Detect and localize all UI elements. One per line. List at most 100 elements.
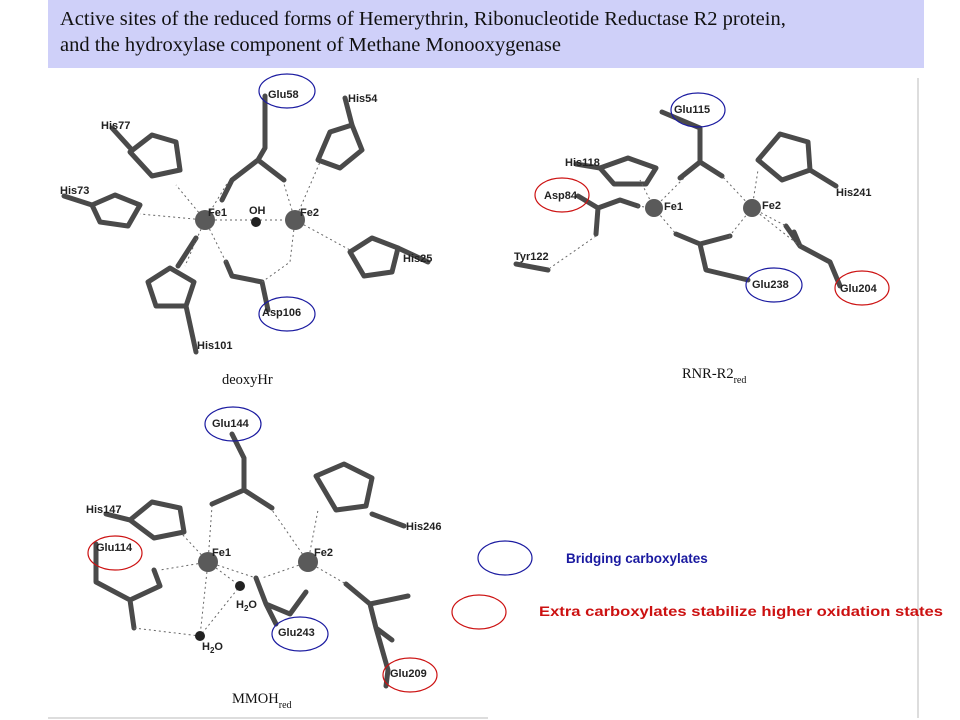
mmoh-water-b-o: O bbox=[214, 641, 223, 653]
residue-label-glu58: Glu58 bbox=[268, 89, 299, 101]
rnr-coordination-lines bbox=[549, 169, 801, 269]
glu204-chain bbox=[783, 223, 843, 289]
rnr-fe1-atom bbox=[645, 199, 663, 217]
deoxyhr-fe2-atom bbox=[285, 210, 305, 230]
his77-ring bbox=[127, 132, 183, 179]
rnr-fe1-label: Fe1 bbox=[664, 201, 683, 213]
extra-circle-glu114 bbox=[87, 535, 143, 571]
his25-ring bbox=[347, 235, 401, 279]
bridging-circle-glu238 bbox=[745, 267, 803, 303]
his73-stalk bbox=[61, 193, 95, 208]
panel-mmoh: Fe1 Fe2 H2O H2O Glu144 His147 His246 Glu… bbox=[86, 406, 441, 711]
residue-label-his77: His77 bbox=[101, 120, 130, 132]
deoxyhr-coordination-lines bbox=[139, 161, 351, 283]
mmoh-water-a-o: O bbox=[248, 599, 257, 611]
residue-label-glu114: Glu114 bbox=[96, 542, 133, 554]
residue-label-glu115: Glu115 bbox=[674, 104, 710, 116]
asp106-chain bbox=[223, 259, 271, 313]
panel-label-mmoh: MMOHred bbox=[232, 691, 292, 711]
mmoh-water-a-h: H bbox=[236, 599, 244, 611]
bridging-circle-glu115 bbox=[670, 92, 726, 128]
mmoh-fe1-atom bbox=[198, 552, 218, 572]
his54-ring bbox=[315, 122, 365, 171]
residue-label-glu204: Glu204 bbox=[840, 283, 878, 295]
glu114-chain bbox=[93, 541, 163, 631]
legend: Bridging carboxylates Extra carboxylates… bbox=[451, 540, 943, 630]
his147-ring bbox=[127, 499, 187, 541]
tyr122-chain bbox=[513, 261, 551, 273]
mmoh-water-a-sub: 2 bbox=[244, 604, 249, 613]
mmoh-fe1-label: Fe1 bbox=[212, 547, 231, 559]
panel-label-rnr-sub: red bbox=[734, 375, 747, 386]
residue-label-glu238: Glu238 bbox=[752, 279, 789, 291]
residue-label-his25: His25 bbox=[403, 253, 432, 265]
glu209-chain bbox=[343, 581, 411, 689]
extra-circle-glu204 bbox=[834, 270, 890, 306]
his118-ring bbox=[597, 155, 659, 187]
residue-label-asp106: Asp106 bbox=[262, 307, 301, 319]
legend-bridging-swatch bbox=[477, 540, 533, 576]
panel-label-rnr-main: RNR-R2 bbox=[682, 366, 734, 382]
panel-label-mmoh-main: MMOH bbox=[232, 691, 279, 707]
panel-deoxyhr: Fe1 Fe2 OH Glu58 His54 His77 His73 His25… bbox=[60, 73, 432, 388]
mmoh-fe2-atom bbox=[298, 552, 318, 572]
extra-circle-asp84 bbox=[534, 177, 590, 213]
mmoh-water-b-atom bbox=[195, 631, 205, 641]
mmoh-fe2-label: Fe2 bbox=[314, 547, 333, 559]
asp84-chain bbox=[575, 193, 641, 237]
deoxyhr-oh-label: OH bbox=[249, 205, 266, 217]
his147-stalk bbox=[103, 511, 133, 523]
mmoh-water-b-sub: 2 bbox=[210, 646, 215, 655]
legend-extra-label: Extra carboxylates stabilize higher oxid… bbox=[539, 604, 943, 619]
bridging-circle-glu144 bbox=[204, 406, 262, 442]
deoxyhr-fe2-label: Fe2 bbox=[300, 207, 319, 219]
title-line-2: and the hydroxylase component of Methane… bbox=[60, 34, 561, 56]
his54-stalk bbox=[342, 95, 355, 128]
residue-label-glu209: Glu209 bbox=[390, 668, 427, 680]
mmoh-water-a-atom bbox=[235, 581, 245, 591]
glu144-chain bbox=[209, 431, 275, 511]
mmoh-coordination-lines bbox=[133, 505, 347, 637]
residue-label-his147: His147 bbox=[86, 504, 121, 516]
panel-label-mmoh-sub: red bbox=[279, 700, 292, 711]
residue-label-his54: His54 bbox=[348, 93, 378, 105]
residue-label-his73: His73 bbox=[60, 185, 89, 197]
mmoh-water-b-label: H2O bbox=[202, 641, 223, 655]
deoxyhr-fe1-label: Fe1 bbox=[208, 207, 227, 219]
glu243-chain bbox=[253, 575, 309, 627]
mmoh-water-b-h: H bbox=[202, 641, 210, 653]
his118-stalk bbox=[573, 161, 603, 171]
title-banner: Active sites of the reduced forms of Hem… bbox=[48, 0, 924, 68]
panel-label-rnr: RNR-R2red bbox=[682, 366, 746, 386]
bridging-circle-glu243 bbox=[271, 616, 329, 652]
deoxyhr-fe1-atom bbox=[195, 210, 215, 230]
his25-stalk bbox=[395, 245, 431, 265]
rnr-fe2-atom bbox=[743, 199, 761, 217]
glu58-chain bbox=[219, 93, 287, 203]
rnr-fe2-label: Fe2 bbox=[762, 200, 781, 212]
residue-label-asp84: Asp84 bbox=[544, 190, 578, 202]
title-line-1: Active sites of the reduced forms of Hem… bbox=[60, 8, 786, 30]
deoxyhr-oh-atom bbox=[251, 217, 261, 227]
residue-label-his101: His101 bbox=[197, 340, 232, 352]
bridging-circle-glu58 bbox=[258, 73, 316, 109]
legend-extra-swatch bbox=[451, 594, 507, 630]
his246-stalk bbox=[369, 511, 407, 529]
panel-rnr: Fe1 Fe2 Glu115 His118 Asp84 Tyr122 His24… bbox=[513, 92, 890, 386]
his77-stalk bbox=[109, 125, 135, 153]
extra-circle-glu209 bbox=[382, 657, 438, 693]
residue-label-his246: His246 bbox=[406, 521, 441, 533]
his101-stalk bbox=[175, 235, 199, 355]
glu115-chain bbox=[659, 109, 725, 181]
mmoh-water-a-label: H2O bbox=[236, 599, 257, 613]
panel-label-deoxyhr: deoxyHr bbox=[222, 372, 273, 388]
his73-ring bbox=[89, 192, 143, 229]
residue-label-tyr122: Tyr122 bbox=[514, 251, 549, 263]
bridging-circle-asp106 bbox=[258, 296, 316, 332]
residue-label-glu243: Glu243 bbox=[278, 627, 315, 639]
residue-label-his241: His241 bbox=[836, 187, 871, 199]
residue-label-his118: His118 bbox=[565, 157, 600, 169]
his241-stalk bbox=[807, 167, 839, 189]
